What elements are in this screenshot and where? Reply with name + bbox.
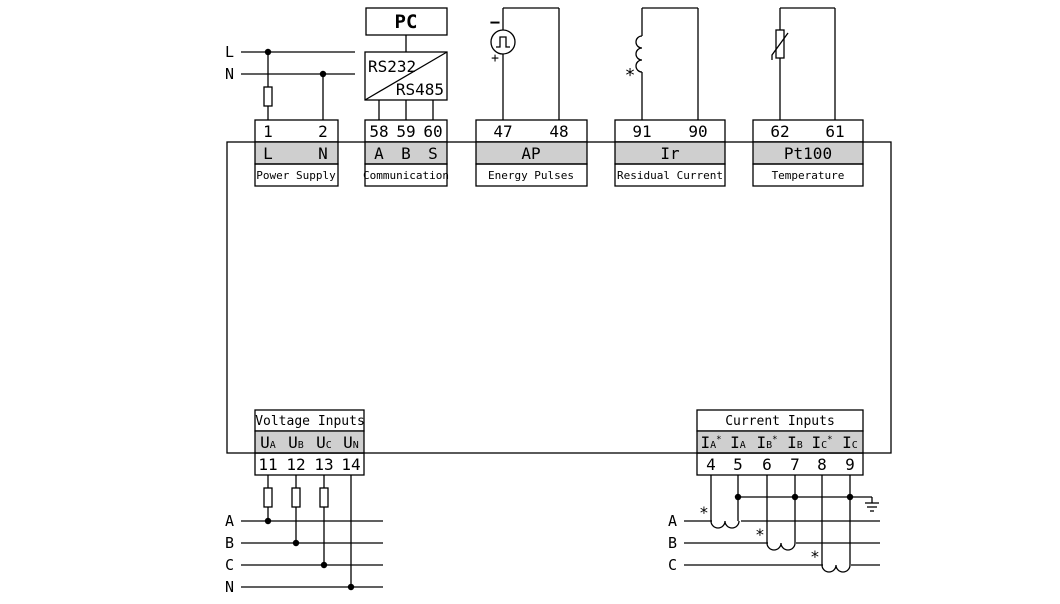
- terminal-11: 11: [258, 455, 277, 474]
- ct-B-icon: [766, 542, 796, 551]
- voltage-line-label-A: A: [225, 512, 234, 530]
- signal-L: L: [263, 144, 273, 163]
- voltage-line-label-N: N: [225, 578, 234, 596]
- current-line-label-C: C: [668, 556, 677, 574]
- ct-C-icon: [821, 564, 851, 573]
- signal-UA: UA: [260, 433, 276, 452]
- residual-current-block: [614, 119, 726, 187]
- signal-B: B: [401, 144, 411, 163]
- current-inputs-header: Current Inputs: [725, 414, 835, 429]
- terminal-60: 60: [423, 122, 442, 141]
- ct-star-A: *: [699, 503, 709, 522]
- signal-Pt100: Pt100: [784, 144, 832, 163]
- fuse-UA: [263, 487, 273, 508]
- temperature-block: [752, 119, 864, 187]
- pc-label: PC: [395, 11, 418, 33]
- junction-dot: [319, 70, 327, 78]
- junction-dot: [846, 493, 854, 501]
- signal-S: S: [428, 144, 438, 163]
- signal-A: A: [374, 144, 384, 163]
- voltage-inputs-block: [254, 409, 365, 476]
- signal-UN: UN: [343, 433, 359, 452]
- fuse-UB: [291, 487, 301, 508]
- current-line-label-B: B: [668, 534, 677, 552]
- junction-dot: [347, 583, 355, 591]
- signal-IC: IC: [842, 433, 858, 452]
- signal-IB: IB: [787, 433, 803, 452]
- terminal-2: 2: [318, 122, 328, 141]
- terminal-61: 61: [825, 122, 844, 141]
- residual-coil-icon: [635, 35, 643, 73]
- supply-line-label-N: N: [225, 65, 234, 83]
- terminal-5: 5: [733, 455, 743, 474]
- energy-pulses-block: [475, 119, 588, 187]
- caption-temperature: Temperature: [772, 169, 845, 182]
- residual-star-mark: *: [625, 65, 636, 86]
- voltage-inputs-header: Voltage Inputs: [255, 414, 365, 429]
- terminal-4: 4: [706, 455, 716, 474]
- rs232-label: RS232: [368, 57, 416, 76]
- pulse-plus-sign: +: [491, 51, 499, 66]
- caption-power-supply: Power Supply: [256, 169, 336, 182]
- terminal-6: 6: [762, 455, 772, 474]
- signal-IA-star: IA*: [700, 433, 721, 452]
- power-supply-block: [254, 119, 339, 187]
- voltage-line-label-B: B: [225, 534, 234, 552]
- signal-Ir: Ir: [660, 144, 680, 163]
- junction-dot: [734, 493, 742, 501]
- caption-energy-pulses: Energy Pulses: [488, 169, 574, 182]
- terminal-91: 91: [632, 122, 651, 141]
- pulse-minus-sign: −: [490, 13, 500, 33]
- terminal-14: 14: [341, 455, 360, 474]
- junction-dot: [264, 517, 272, 525]
- signal-UB: UB: [288, 433, 304, 452]
- signal-AP: AP: [521, 144, 540, 163]
- junction-dot: [264, 48, 272, 56]
- junction-dot: [292, 539, 300, 547]
- pulse-source-symbol: [490, 29, 516, 55]
- terminal-47: 47: [493, 122, 512, 141]
- terminal-90: 90: [688, 122, 707, 141]
- signal-UC: UC: [316, 433, 332, 452]
- junction-dot: [320, 561, 328, 569]
- current-inputs-block: [696, 409, 864, 476]
- ct-star-B: *: [755, 525, 765, 544]
- terminal-8: 8: [817, 455, 827, 474]
- ct-A-icon: [710, 520, 740, 529]
- current-line-label-A: A: [668, 512, 677, 530]
- voltage-line-label-C: C: [225, 556, 234, 574]
- signal-IC-star: IC*: [811, 433, 832, 452]
- terminal-48: 48: [549, 122, 568, 141]
- supply-line-label-L: L: [225, 43, 234, 61]
- terminal-62: 62: [770, 122, 789, 141]
- communication-block: [364, 119, 448, 187]
- terminal-7: 7: [790, 455, 800, 474]
- signal-N: N: [318, 144, 328, 163]
- junction-dot: [791, 493, 799, 501]
- terminal-9: 9: [845, 455, 855, 474]
- terminal-58: 58: [369, 122, 388, 141]
- signal-IB-star: IB*: [756, 433, 777, 452]
- terminal-13: 13: [314, 455, 333, 474]
- fuse-L: [263, 86, 273, 107]
- rs485-label: RS485: [396, 80, 444, 99]
- terminal-12: 12: [286, 455, 305, 474]
- terminal-1: 1: [263, 122, 273, 141]
- caption-communication: Communication: [363, 169, 449, 182]
- meter-body: [226, 141, 892, 454]
- terminal-59: 59: [396, 122, 415, 141]
- fuse-UC: [319, 487, 329, 508]
- signal-IA: IA: [730, 433, 746, 452]
- caption-residual-current: Residual Current: [617, 169, 723, 182]
- ct-star-C: *: [810, 547, 820, 566]
